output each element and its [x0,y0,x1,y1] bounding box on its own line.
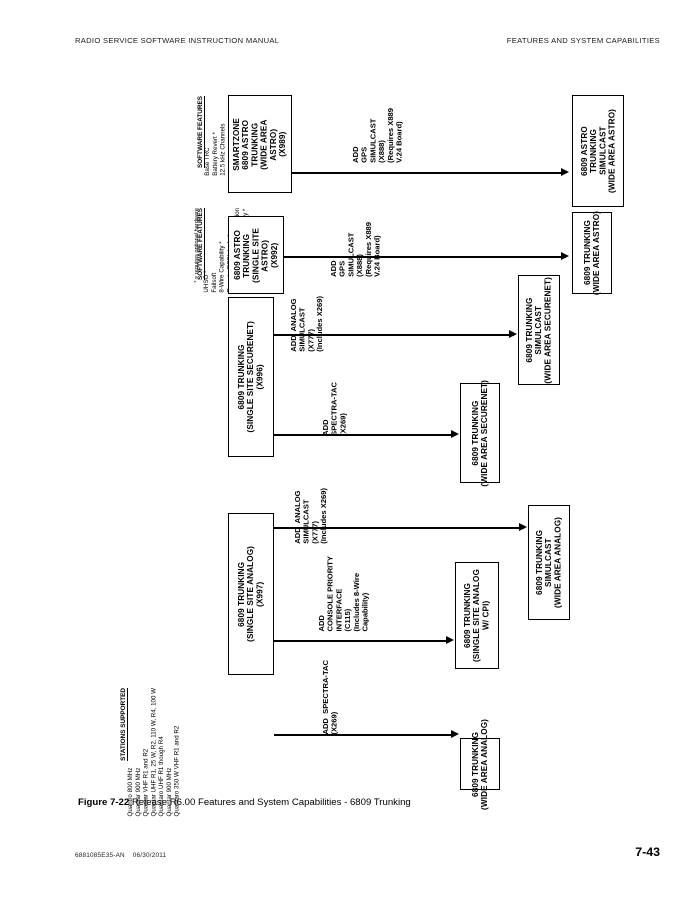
box-trunking-wide-area-securenet[interactable]: 6809 TRUNKING (WIDE AREA SECURENET) [460,380,500,486]
arrowhead-astro-single-to-wide [561,252,569,260]
box-astro-trunking-single-site[interactable]: 6809 ASTRO TRUNKING (SINGLE SITE ASTRO) … [228,216,284,294]
arrowhead-analog-to-cpi [446,636,454,644]
arrow-label-gps-simulcast-single: ADD GPS SIMULCAST (X888) (Requires X889 … [329,222,382,308]
arrowhead-analog-to-simulcast [519,523,527,531]
footer-page-number: 7-43 [635,845,660,859]
arrow-label-spectra-tac-analog: ADD SPECTRA-TAC (X269) [321,660,352,736]
box-trunking-simulcast-wide-securenet[interactable]: 6809 TRUNKING SIMULCAST (WIDE AREA SECUR… [518,275,560,385]
arrowhead-analog-to-wide-analog [451,730,459,738]
arrow-label-spectra-tac-securenet-text: ADD SPECTRA-TAC (X269) [321,382,348,436]
arrow-label-console-priority: ADD CONSOLE PRIORITY INTERFACE (C115) (I… [317,556,376,648]
software-features-top-items: Base TRC Battery Revert * 12.5 kHz Chann… [204,96,234,188]
box-astro-trunking-simulcast-wide-label: 6809 ASTRO TRUNKING SIMULCAST (WIDE AREA… [579,108,617,194]
running-head-left: Radio Service Software Instruction Manua… [75,36,280,45]
software-features-mid-items: UHSO * Failsoft 8-Wire Capability * Remo… [203,208,257,293]
box-trunking-wide-area-securenet-label: 6809 TRUNKING (WIDE AREA SECURENET) [470,379,489,487]
arrow-label-spectra-tac-analog-text: ADD SPECTRA-TAC (X269) [321,660,339,735]
arrow-label-analog-simulcast-analog-text: ADD ANALOG SIMULCAST (X777) (Includes X2… [293,488,329,544]
arrow-label-analog-simulcast-securenet-text: ADD ANALOG SIMULCAST (X777) (Includes X2… [289,296,325,352]
box-trunking-simulcast-wide-securenet-label: 6809 TRUNKING SIMULCAST (WIDE AREA SECUR… [525,276,553,384]
connector-smartzone-to-simulcast [292,172,565,174]
box-trunking-single-site-analog-cpi[interactable]: 6809 TRUNKING (SINGLE SITE ANALOG W/ CPI… [455,562,499,669]
connector-analog-to-simulcast [274,527,524,529]
software-features-footnote: * = requires optional hardware [194,208,203,290]
box-trunking-simulcast-wide-analog-label: 6809 TRUNKING SIMULCAST (WIDE AREA ANALO… [535,517,563,608]
connector-astro-single-to-wide [284,256,566,258]
arrowhead-securenet-to-wide-securenet [451,430,459,438]
footer-doc-id: 6881085E35-AN [75,852,125,859]
box-smartzone-astro-trunking[interactable]: SMARTZONE 6809 ASTRO TRUNKING (WIDE AREA… [228,95,292,193]
box-trunking-wide-area-astro-label: 6809 TRUNKING (WIDE AREA ASTRO) [582,210,601,296]
arrow-label-gps-simulcast-astro-text: ADD GPS SIMULCAST (X888) (Requires X889 … [351,108,404,163]
box-astro-trunking-simulcast-wide[interactable]: 6809 ASTRO TRUNKING SIMULCAST (WIDE AREA… [572,95,624,207]
arrow-label-gps-simulcast-astro: ADD GPS SIMULCAST (X888) (Requires X889 … [351,108,404,200]
box-smartzone-astro-trunking-label: SMARTZONE 6809 ASTRO TRUNKING (WIDE AREA… [232,117,288,171]
arrow-label-analog-simulcast-securenet: ADD ANALOG SIMULCAST (X777) (Includes X2… [289,296,332,360]
box-trunking-wide-area-analog[interactable]: 6809 TRUNKING (WIDE AREA ANALOG) [460,719,500,809]
running-head-right: Features and System Capabilities [506,36,660,45]
connector-securenet-to-simulcast [274,334,514,336]
arrow-label-gps-simulcast-single-text: ADD GPS SIMULCAST (X888) (Requires X889 … [329,222,382,277]
stations-supported-items: Quantro 800 MHz Quantar 900 MHz Quantar … [127,688,187,817]
footer-date: 06/30/2011 [132,852,167,859]
box-trunking-single-site-analog-cpi-label: 6809 TRUNKING (SINGLE SITE ANALOG W/ CPI… [463,568,491,663]
stations-supported-heading: STATIONS SUPPORTED [120,688,127,761]
arrowhead-securenet-to-simulcast [509,330,517,338]
connector-analog-to-wide-analog [274,734,455,736]
arrow-label-analog-simulcast-analog: ADD ANALOG SIMULCAST (X777) (Includes X2… [293,488,336,552]
arrow-label-spectra-tac-securenet: ADD SPECTRA-TAC (X269) [321,382,352,448]
box-trunking-simulcast-wide-analog[interactable]: 6809 TRUNKING SIMULCAST (WIDE AREA ANALO… [528,505,570,620]
figure-title: Release R6.00 Features and System Capabi… [131,797,411,808]
footer-doc-info: 6881085E35-AN 06/30/2011 [75,852,166,859]
software-features-footnote-text: * = requires optional hardware [194,208,200,283]
box-trunking-wide-area-analog-label: 6809 TRUNKING (WIDE AREA ANALOG) [470,718,489,810]
connector-analog-to-cpi [274,640,450,642]
software-features-top-heading: SOFTWARE FEATURES [197,96,204,168]
box-astro-trunking-single-site-label: 6809 ASTRO TRUNKING (SINGLE SITE ASTRO) … [233,227,279,283]
box-trunking-single-site-securenet[interactable]: 6809 TRUNKING (SINGLE SITE SECURENET) (X… [228,297,274,457]
box-trunking-single-site-analog-label: 6809 TRUNKING (SINGLE SITE ANALOG) (X997… [237,546,265,642]
connector-securenet-to-wide-securenet [274,434,455,436]
figure-caption: Figure 7-22 Release R6.00 Features and S… [78,797,411,808]
arrow-label-console-priority-text: ADD CONSOLE PRIORITY INTERFACE (C115) (I… [317,556,370,632]
running-head: Radio Service Software Instruction Manua… [0,36,695,50]
box-trunking-wide-area-astro[interactable]: 6809 TRUNKING (WIDE AREA ASTRO) [572,210,612,296]
arrowhead-smartzone-to-simulcast [561,168,569,176]
box-trunking-single-site-analog[interactable]: 6809 TRUNKING (SINGLE SITE ANALOG) (X997… [228,513,274,675]
figure-number: Figure 7-22 [78,797,130,808]
box-trunking-single-site-securenet-label: 6809 TRUNKING (SINGLE SITE SECURENET) (X… [237,321,265,433]
